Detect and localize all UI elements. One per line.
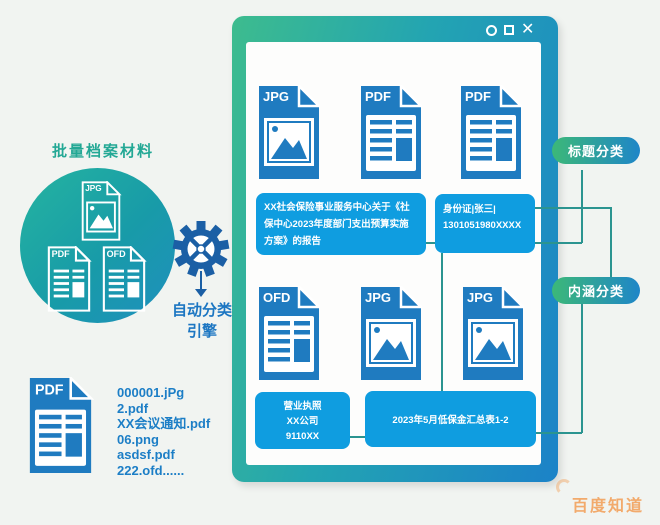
svg-text:OFD: OFD <box>107 249 127 259</box>
connector-id-to-summary <box>441 253 443 391</box>
sample-pdf-icon: PDF <box>27 374 95 479</box>
window-file-ofd-icon: OFD <box>258 283 323 386</box>
watermark-logo-icon <box>556 479 572 495</box>
content-classification-pill: 内涵分类 <box>552 277 640 304</box>
batch-files-label: 批量档案材料 <box>52 143 155 160</box>
summary-table-box: 2023年5月低保金汇总表1-2 <box>365 391 536 447</box>
window-file-jpg-icon: JPG <box>360 283 425 386</box>
business-license-box: 营业执照 XX公司 9110XX <box>255 392 350 449</box>
window-close-icon[interactable]: ✕ <box>521 21 535 38</box>
circle-file-ofd-icon: OFD <box>100 244 148 317</box>
id-card-line: 身份证|张三| <box>443 204 496 215</box>
file-list-item: XX会议通知.pdf <box>117 416 211 431</box>
svg-text:PDF: PDF <box>365 89 391 104</box>
engine-arrow-line <box>200 271 202 290</box>
id-card-line: 1301051980XXXX <box>443 220 522 231</box>
license-line: XX公司 <box>286 416 319 427</box>
report-title-line: 方案》的报告 <box>264 236 322 247</box>
window-file-pdf-icon: PDF <box>460 82 525 185</box>
title-classification-pill: 标题分类 <box>552 137 640 164</box>
file-list-item: 222.ofd...... <box>117 462 185 478</box>
file-list-item: 000001.jPg <box>117 385 185 400</box>
connector-content-vertical <box>581 304 583 433</box>
circle-file-pdf-icon: PDF <box>45 244 93 317</box>
svg-text:JPG: JPG <box>365 290 391 305</box>
report-title-line: XX社会保险事业服务中心关于《社 <box>264 202 410 213</box>
window-file-pdf-icon: PDF <box>360 82 425 185</box>
title-classification-label: 标题分类 <box>567 144 624 159</box>
svg-text:PDF: PDF <box>35 382 64 398</box>
window-minimize-icon[interactable] <box>486 24 497 36</box>
gear-icon <box>172 220 230 283</box>
svg-text:JPG: JPG <box>85 184 101 193</box>
svg-text:JPG: JPG <box>263 89 289 104</box>
file-list-item: 2.pdf <box>117 400 149 416</box>
summary-table-text: 2023年5月低保金汇总表1-2 <box>392 415 509 426</box>
window-file-jpg-icon: JPG <box>258 82 323 185</box>
circle-file-jpg-icon: JPG <box>79 179 123 246</box>
file-list-item: asdsf.pdf <box>117 447 175 462</box>
watermark-text: 百度知道 <box>572 498 645 515</box>
file-list: 000001.jPg 2.pdf XX会议通知.pdf 06.png asdsf… <box>117 385 210 478</box>
window-maximize-icon[interactable] <box>504 25 514 35</box>
svg-text:PDF: PDF <box>465 89 491 104</box>
engine-arrow-head <box>195 289 207 297</box>
file-list-item: 06.png <box>117 431 159 447</box>
window-file-jpg-icon: JPG <box>462 283 527 386</box>
source-files-circle <box>20 168 175 323</box>
svg-text:OFD: OFD <box>263 290 290 305</box>
license-line: 9110XX <box>285 431 320 442</box>
connector-content-horizontal <box>536 432 582 434</box>
svg-text:JPG: JPG <box>467 290 493 305</box>
connector-title-vertical <box>581 170 583 243</box>
svg-text:PDF: PDF <box>52 249 71 259</box>
engine-label-line1: 自动分类 <box>171 302 232 319</box>
report-title-box: XX社会保险事业服务中心关于《社 保中心2023年度部门支出预算实施 方案》的报… <box>256 193 426 255</box>
report-title-line: 保中心2023年度部门支出预算实施 <box>264 219 409 230</box>
license-line: 营业执照 <box>283 401 322 412</box>
connector-id-vertical <box>610 207 612 277</box>
connector-id-horizontal <box>534 207 610 209</box>
connector-license-to-summary <box>330 436 370 438</box>
engine-label: 自动分类 引擎 <box>160 300 244 342</box>
content-classification-label: 内涵分类 <box>567 284 624 299</box>
id-card-box: 身份证|张三| 1301051980XXXX <box>435 194 535 253</box>
window-controls: ✕ <box>486 21 535 38</box>
engine-label-line2: 引擎 <box>186 323 217 340</box>
